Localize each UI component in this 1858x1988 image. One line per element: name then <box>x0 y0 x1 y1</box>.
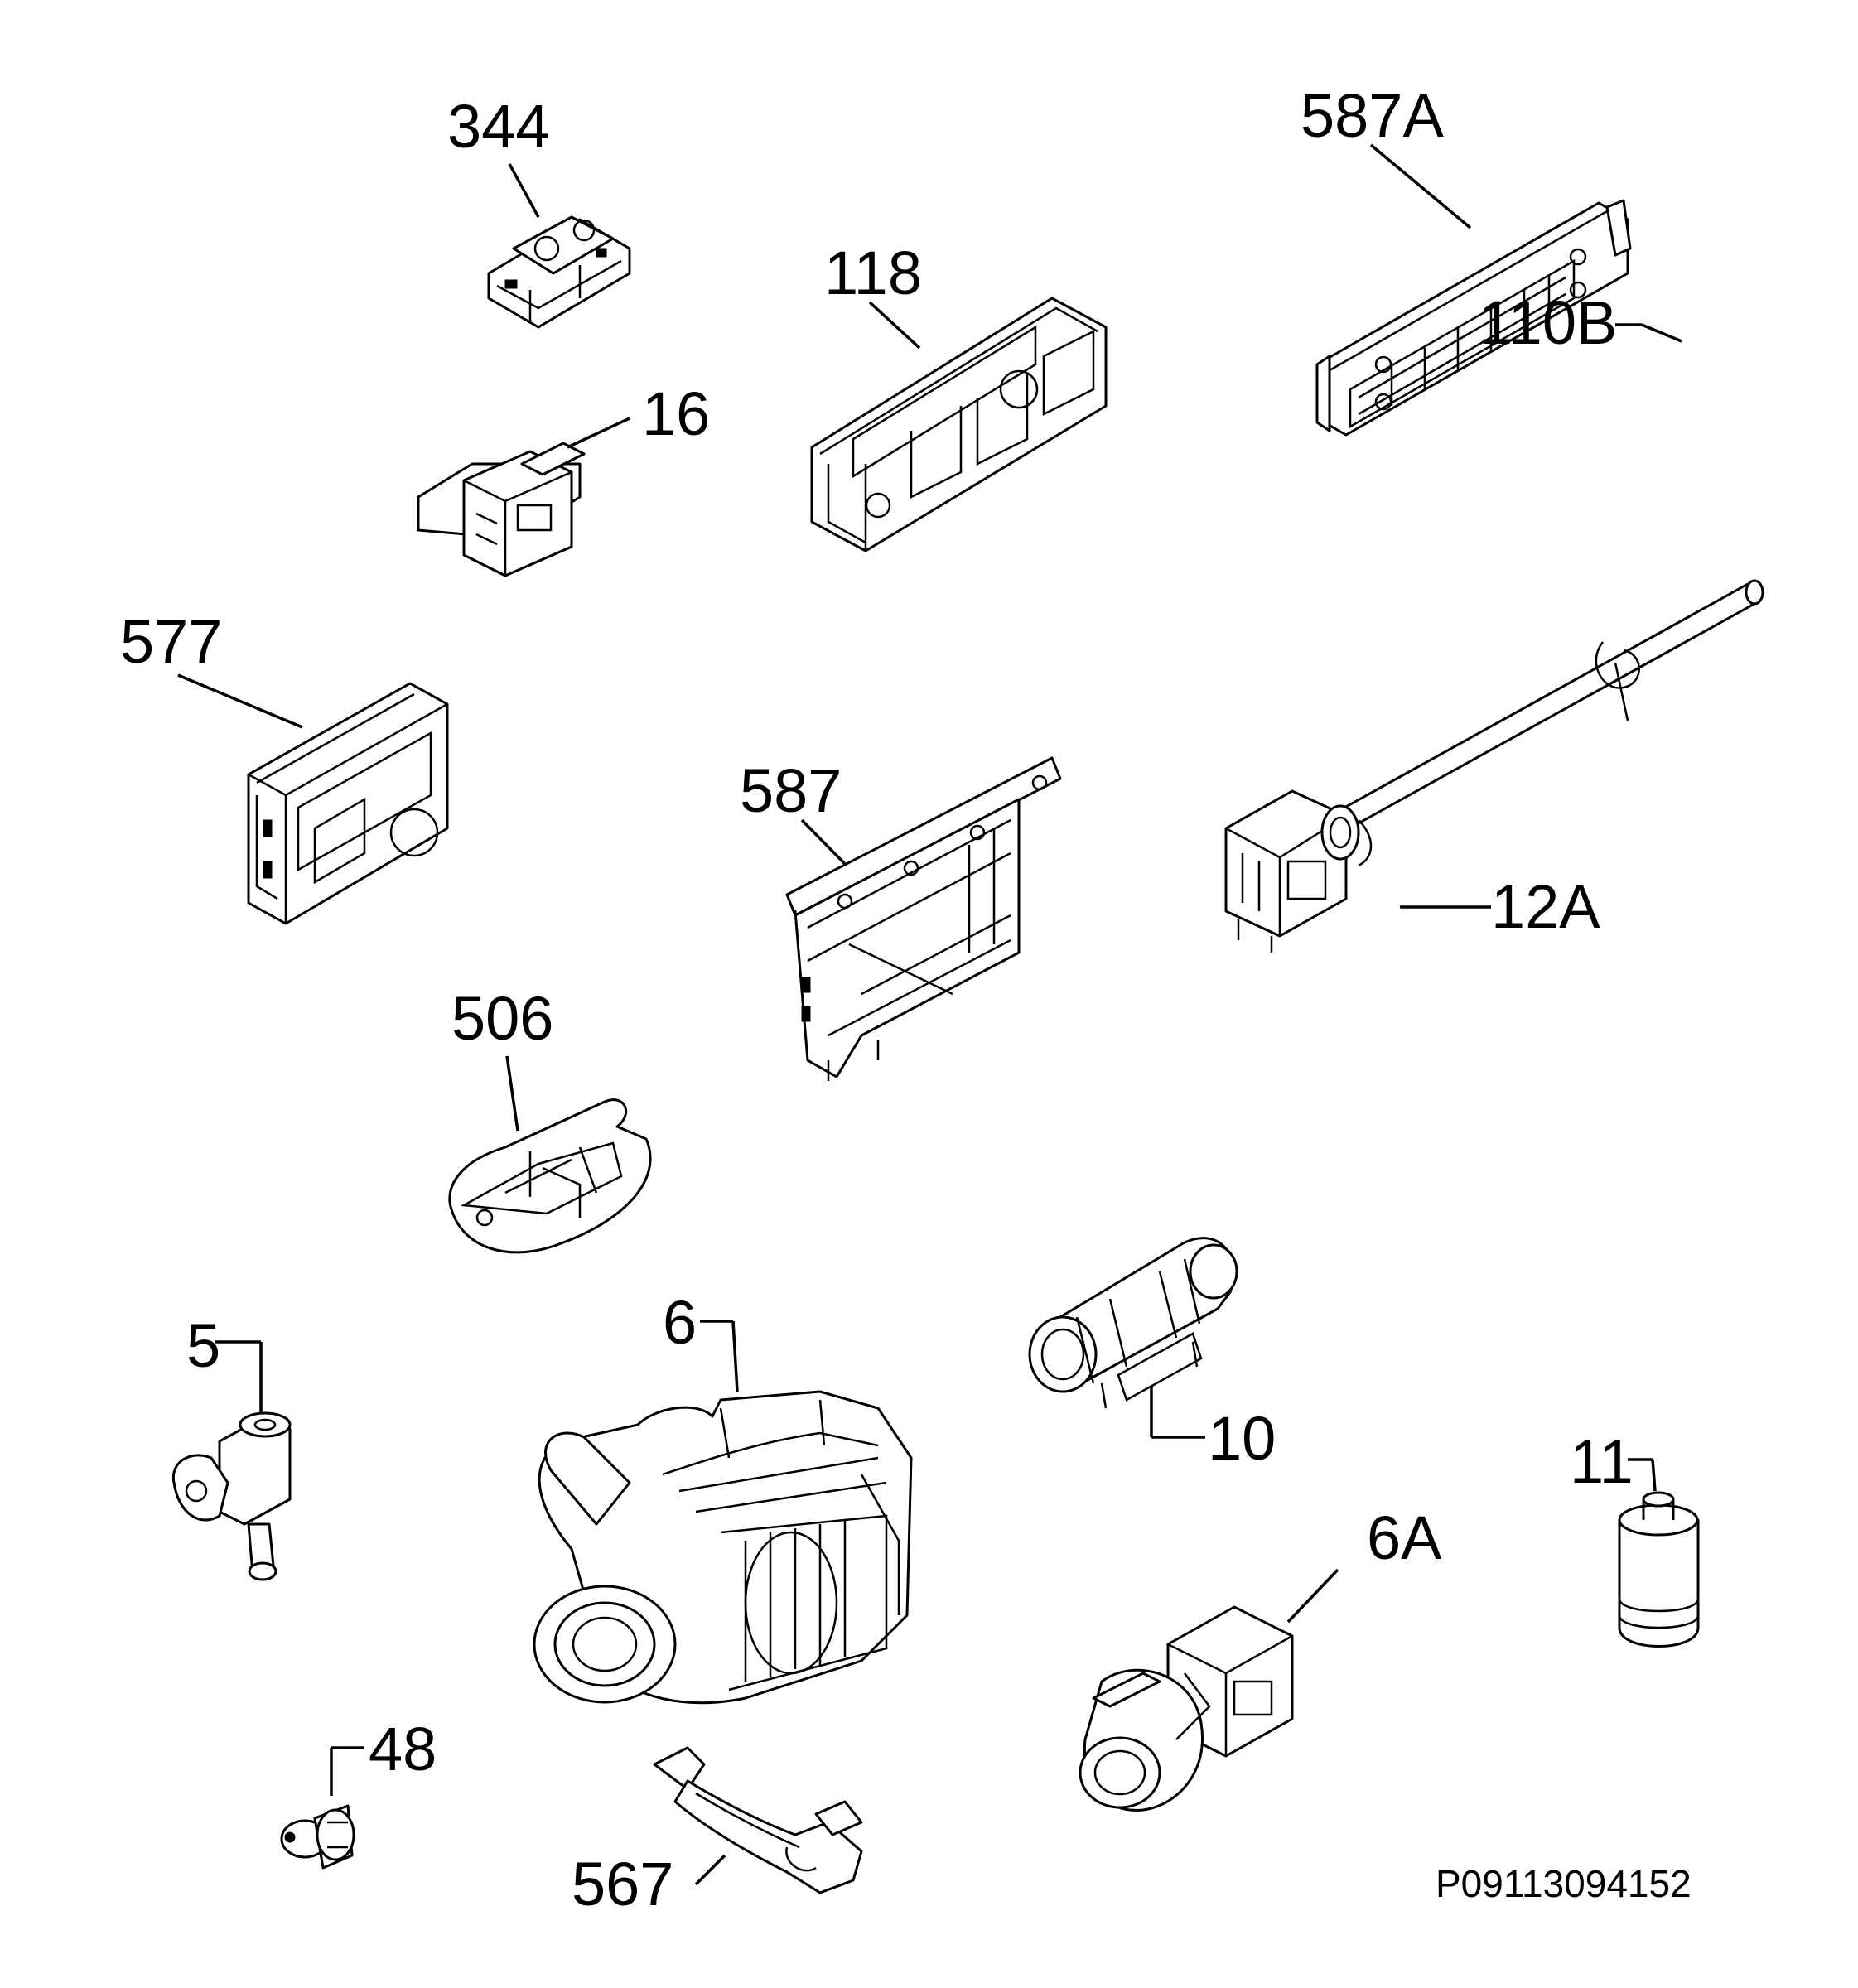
part-587 <box>785 756 1062 1081</box>
part-5 <box>171 1411 292 1581</box>
leader-587 <box>800 818 848 867</box>
leader-6-b <box>731 1320 739 1392</box>
drawing-code: P09113094152 <box>1436 1862 1692 1905</box>
part-12A-110B <box>1224 579 1764 953</box>
label-48: 48 <box>369 1715 437 1783</box>
label-10: 10 <box>1208 1404 1276 1473</box>
part-344 <box>487 215 631 329</box>
part-587A <box>1315 199 1632 437</box>
label-567: 567 <box>572 1850 673 1918</box>
part-567 <box>653 1746 863 1894</box>
label-6A: 6A <box>1367 1503 1442 1572</box>
leader-587A <box>1369 143 1472 229</box>
leader-16 <box>567 417 630 449</box>
part-577 <box>247 682 449 925</box>
part-506 <box>448 1098 652 1254</box>
part-11 <box>1618 1491 1700 1648</box>
leader-11-b <box>1651 1459 1657 1492</box>
part-118 <box>810 297 1108 552</box>
label-506: 506 <box>451 984 553 1053</box>
leader-577 <box>177 673 303 729</box>
leader-6A <box>1286 1568 1339 1624</box>
part-6A <box>1079 1605 1294 1812</box>
label-5: 5 <box>186 1311 220 1380</box>
label-577: 577 <box>120 607 222 676</box>
label-16: 16 <box>642 379 710 448</box>
label-11: 11 <box>1570 1427 1634 1496</box>
leader-344 <box>508 163 540 218</box>
label-344: 344 <box>447 92 549 161</box>
label-587: 587 <box>740 756 842 825</box>
leader-110B-b <box>1641 323 1682 343</box>
leader-118 <box>868 301 921 350</box>
label-110B: 110B <box>1479 288 1617 357</box>
label-118: 118 <box>824 239 922 307</box>
part-48 <box>280 1804 355 1870</box>
part-10 <box>1028 1237 1238 1409</box>
label-587A: 587A <box>1301 81 1444 150</box>
leader-506 <box>505 1055 519 1132</box>
label-12A: 12A <box>1491 872 1600 941</box>
part-6 <box>533 1390 913 1705</box>
label-6: 6 <box>663 1288 697 1357</box>
part-16 <box>417 442 586 577</box>
leader-567 <box>694 1854 726 1886</box>
